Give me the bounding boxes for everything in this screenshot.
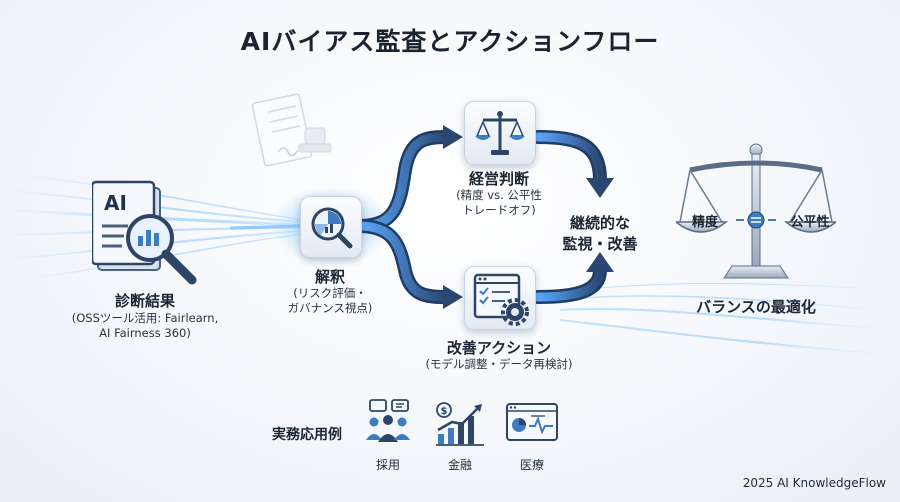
medical-monitor-icon — [506, 403, 558, 441]
interpret-card — [300, 196, 362, 258]
interpret-sub-1: (リスク評価・ — [293, 286, 367, 300]
balance-label: バランスの最適化 — [696, 298, 816, 316]
fork-arrows — [353, 125, 463, 309]
doc-ai-text: AI — [104, 191, 127, 215]
monitor-line-1: 継続的な — [569, 214, 630, 232]
arrow-management-monitor — [531, 130, 614, 198]
people-meeting-icon — [366, 399, 410, 442]
data-stream-right — [559, 283, 900, 356]
document-magnifier-icon: AI — [92, 180, 197, 285]
improve-sub-1: (モデル調整・データ再検討) — [425, 357, 573, 371]
monitor-line-2: 監視・改善 — [562, 235, 638, 253]
arrow-improve-monitor — [531, 252, 614, 304]
diagnosis-sub-2: AI Fairness 360) — [99, 326, 191, 340]
connector-diagnosis-interpret — [229, 224, 301, 230]
justice-scale-icon — [475, 111, 525, 155]
improve-card — [464, 266, 536, 330]
balance-scale-icon — [676, 143, 836, 279]
use-cases-heading: 実務応用例 — [272, 427, 342, 443]
contract-stamp-illustration — [251, 93, 332, 167]
balance-left-pan-label: 精度 — [691, 215, 718, 230]
checklist-gear-icon — [473, 273, 529, 326]
management-label: 経営判断 — [468, 170, 529, 188]
diagnosis-label: 診断結果 — [114, 292, 175, 310]
balance-right-pan-label: 公平性 — [790, 215, 830, 230]
diagnosis-sub-1: (OSSツール活用: Fairlearn, — [71, 311, 219, 325]
magnifier-chart-icon — [311, 207, 353, 249]
svg-text:$: $ — [441, 406, 448, 417]
use-case-label-healthcare: 医療 — [519, 458, 544, 472]
management-sub-2: トレードオフ) — [462, 203, 536, 217]
growth-chart-icon: $ — [436, 402, 484, 446]
use-case-label-finance: 金融 — [447, 458, 472, 472]
footer-credit: 2025 AI KnowledgeFlow — [742, 476, 886, 490]
use-case-label-hiring: 採用 — [375, 458, 400, 472]
management-card — [464, 101, 536, 165]
interpret-sub-2: ガバナンス視点) — [287, 301, 373, 315]
page-title: AIバイアス監査とアクションフロー — [240, 27, 660, 56]
interpret-label: 解釈 — [314, 268, 345, 286]
improve-label: 改善アクション — [446, 339, 552, 357]
management-sub-1: (精度 vs. 公平性 — [456, 188, 542, 202]
